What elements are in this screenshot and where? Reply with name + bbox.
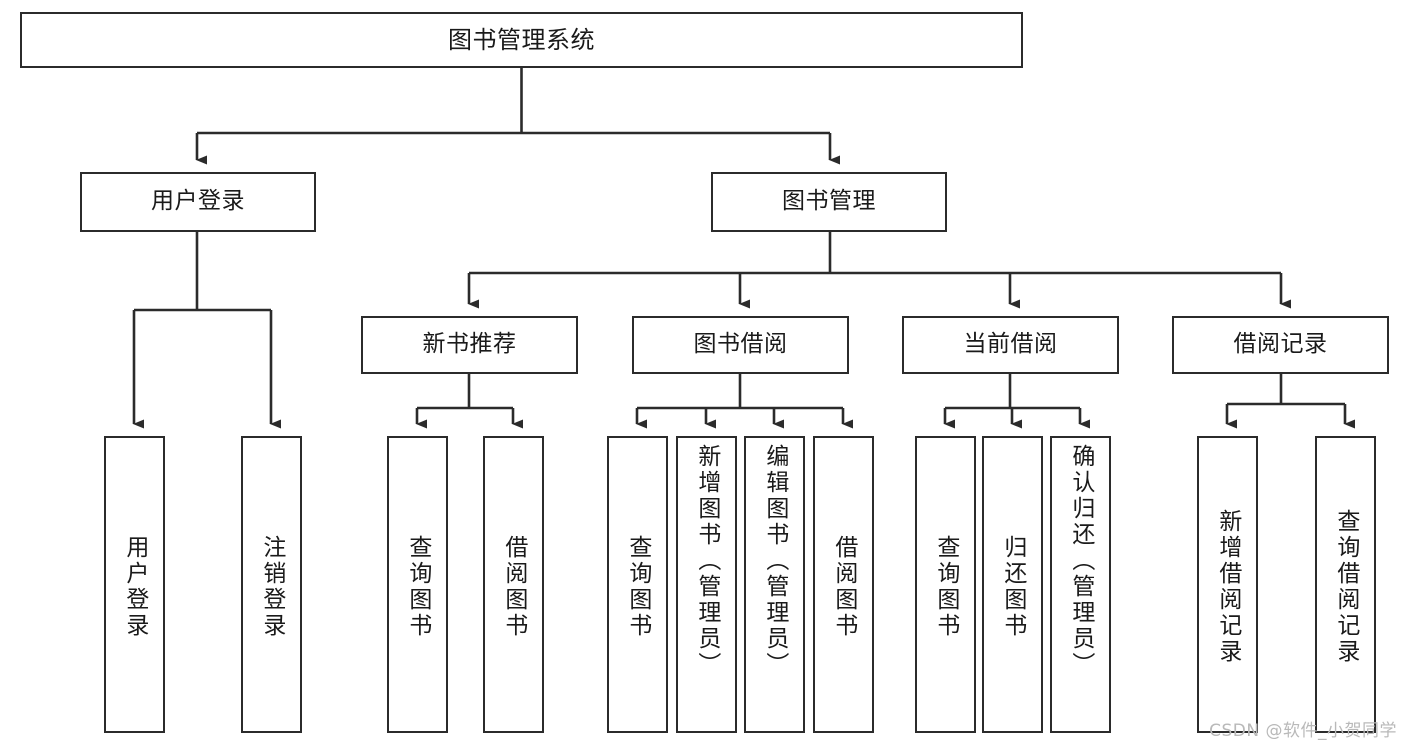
node-label: 查询借阅记录	[1332, 508, 1359, 665]
node-root-book-management-system[interactable]: 图书管理系统	[20, 12, 1023, 68]
node-label: 用户登录	[151, 188, 245, 215]
node-label: 新书推荐	[422, 331, 517, 358]
node-label: 用户登录	[121, 534, 148, 639]
node-leaf-add-book[interactable]: 新增图书（管理员）	[676, 436, 737, 733]
node-label: 查询图书	[932, 534, 959, 639]
node-book-borrow[interactable]: 图书借阅	[632, 316, 849, 374]
node-leaf-edit-book[interactable]: 编辑图书（管理员）	[744, 436, 805, 733]
node-label: 图书管理	[782, 188, 876, 215]
node-label: 查询图书	[404, 534, 431, 639]
node-leaf-user-logout[interactable]: 注销登录	[241, 436, 302, 733]
node-leaf-query-book-2[interactable]: 查询图书	[607, 436, 668, 733]
node-leaf-query-book-1[interactable]: 查询图书	[387, 436, 448, 733]
node-leaf-borrow-book-1[interactable]: 借阅图书	[483, 436, 544, 733]
node-book-management[interactable]: 图书管理	[711, 172, 947, 232]
node-label: 借阅图书	[500, 534, 527, 639]
node-leaf-query-record[interactable]: 查询借阅记录	[1315, 436, 1376, 733]
node-label: 借阅记录	[1233, 331, 1328, 358]
node-label: 归还图书	[999, 534, 1026, 639]
node-leaf-borrow-book-2[interactable]: 借阅图书	[813, 436, 874, 733]
node-leaf-add-record[interactable]: 新增借阅记录	[1197, 436, 1258, 733]
node-label: 注销登录	[258, 534, 285, 639]
node-current-borrow[interactable]: 当前借阅	[902, 316, 1119, 374]
node-new-book-recommend[interactable]: 新书推荐	[361, 316, 578, 374]
node-label: 确认归还（管理员）	[1067, 444, 1094, 678]
node-leaf-user-login[interactable]: 用户登录	[104, 436, 165, 733]
node-label: 当前借阅	[963, 331, 1058, 358]
node-label: 图书借阅	[693, 331, 788, 358]
node-label: 借阅图书	[830, 534, 857, 639]
node-leaf-query-book-3[interactable]: 查询图书	[915, 436, 976, 733]
node-borrow-record[interactable]: 借阅记录	[1172, 316, 1389, 374]
node-label: 新增借阅记录	[1214, 508, 1241, 665]
node-label: 图书管理系统	[448, 25, 595, 54]
node-leaf-confirm-return[interactable]: 确认归还（管理员）	[1050, 436, 1111, 733]
node-leaf-return-book[interactable]: 归还图书	[982, 436, 1043, 733]
node-user-login[interactable]: 用户登录	[80, 172, 316, 232]
node-label: 查询图书	[624, 534, 651, 639]
node-label: 新增图书（管理员）	[693, 444, 720, 678]
node-label: 编辑图书（管理员）	[761, 444, 788, 678]
